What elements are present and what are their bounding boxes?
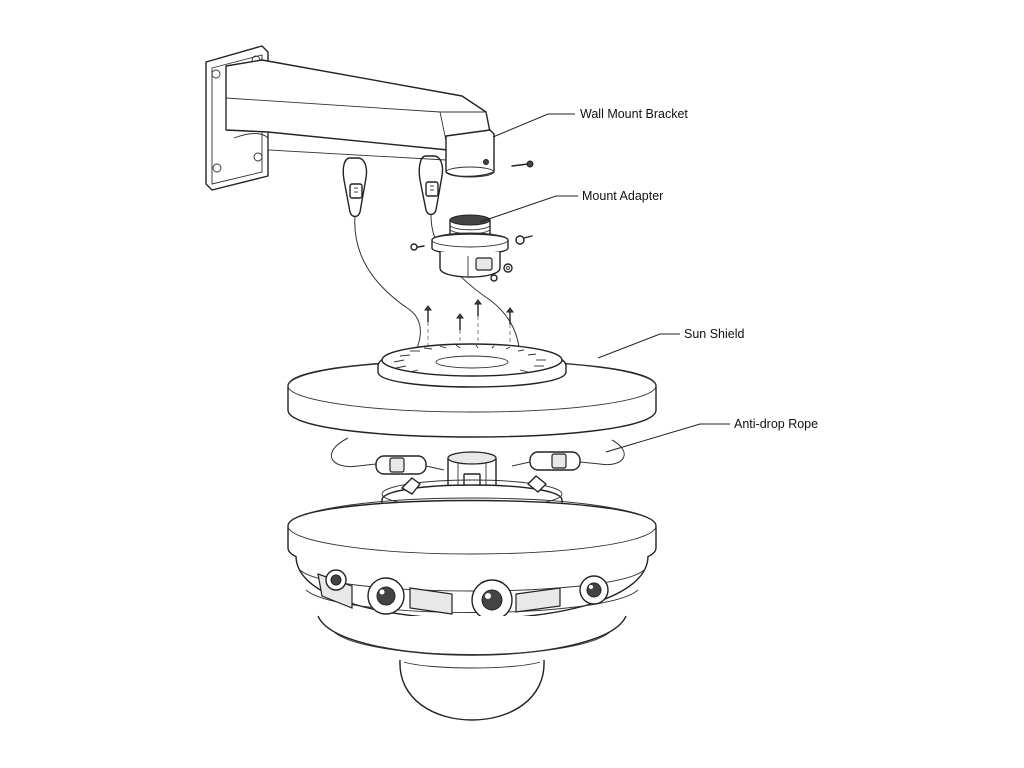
camera-lens-4 [325,569,347,591]
wall-mount-bracket [205,45,534,191]
mounting-screws [424,299,514,350]
mount-adapter [410,214,533,282]
upper-safety-ropes [342,155,521,361]
anti-drop-rope-callout: Anti-drop Rope [605,417,818,453]
anti-drop-rope-label: Anti-drop Rope [734,417,818,431]
sun-shield [287,343,657,438]
camera-housing [287,451,657,721]
wall-mount-bracket-label: Wall Mount Bracket [580,107,688,121]
mount-adapter-label: Mount Adapter [582,189,663,203]
wall-mount-bracket-callout: Wall Mount Bracket [492,107,688,138]
camera-lens-1 [367,577,405,615]
camera-lens-3 [579,575,609,605]
mount-adapter-callout: Mount Adapter [479,189,663,223]
sun-shield-callout: Sun Shield [597,327,745,359]
camera-lens-2 [471,579,513,621]
anti-drop-ropes [330,437,625,475]
sun-shield-label: Sun Shield [684,327,745,341]
